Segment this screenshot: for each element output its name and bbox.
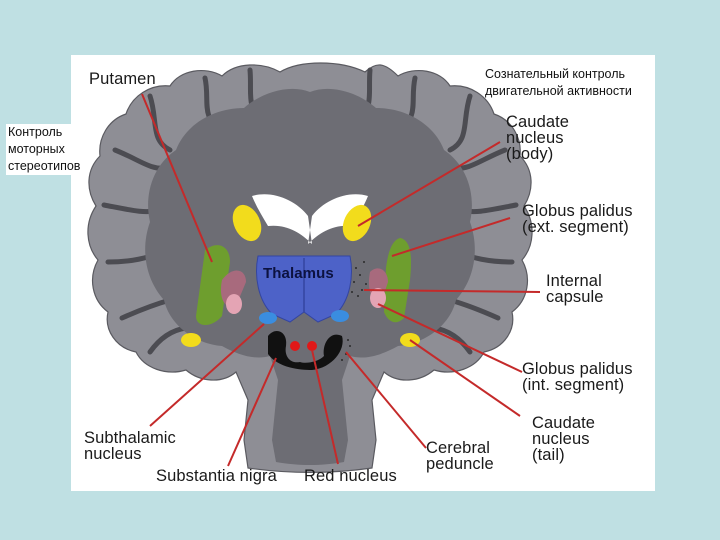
putamen-left [196, 245, 230, 325]
putamen-right [384, 238, 411, 323]
label-cerebral-peduncle: Cerebral peduncle [426, 439, 494, 473]
annotation-conscious-control: Сознательный контроль двигательной актив… [485, 67, 632, 98]
globus-int-right [370, 288, 386, 308]
label-subthalamic: Subthalamic nucleus [84, 429, 176, 463]
label-globus-int: Globus palidus (int. segment) [522, 360, 633, 394]
label-putamen: Putamen [89, 70, 156, 88]
label-caudate-tail: Caudate nucleus (tail) [532, 414, 596, 464]
label-substantia-nigra: Substantia nigra [156, 467, 277, 485]
substantia-nigra [268, 331, 343, 370]
red-nucleus-left [290, 341, 300, 351]
annotation-motor-stereotypes: Контроль моторных стереотипов [6, 124, 83, 175]
caudate-tail-left [181, 333, 201, 347]
lateral-ventricles [252, 194, 368, 244]
label-red-nucleus: Red nucleus [304, 467, 397, 485]
label-caudate-body: Caudate nucleus (body) [506, 113, 570, 163]
label-globus-ext: Globus palidus (ext. segment) [522, 202, 633, 236]
globus-int-left [226, 294, 242, 314]
globus-ext-left [220, 270, 246, 307]
leader-lines [141, 93, 541, 467]
subthalamic-left [259, 312, 277, 324]
brain-coronal-section-figure [87, 62, 541, 474]
label-thalamus: Thalamus [263, 265, 334, 282]
caudate-body-right [342, 204, 372, 242]
subthalamic-right [331, 310, 349, 322]
red-nucleus-right [307, 341, 317, 351]
caudate-body-left [232, 204, 262, 242]
label-internal-capsule: Internal capsule [546, 272, 604, 306]
